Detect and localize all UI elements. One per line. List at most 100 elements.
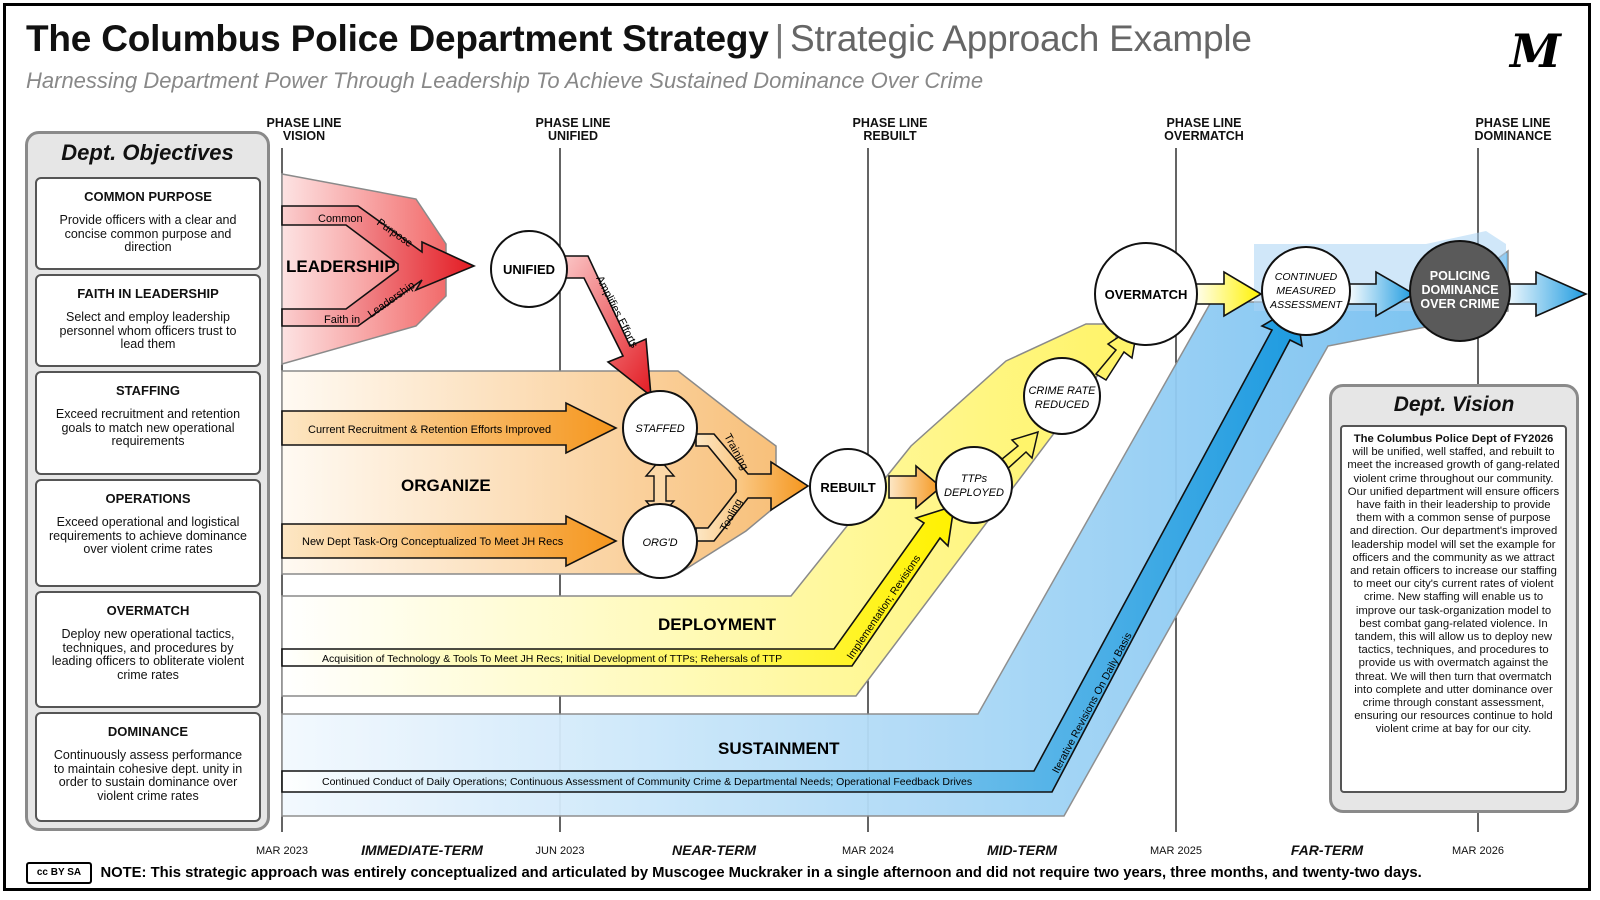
svg-text:ASSESSMENT: ASSESSMENT (1269, 299, 1343, 311)
rebuilt-to-ttps-arrow (888, 464, 943, 510)
phase-header-overmatch-2: OVERMATCH (1164, 129, 1244, 143)
deployment-arrow (281, 504, 955, 667)
objective-text: Select and employ leadership personnel w… (59, 310, 237, 351)
phase-header-overmatch-1: PHASE LINE (1166, 116, 1241, 130)
svg-text:REDUCED: REDUCED (1035, 399, 1089, 411)
assessment-to-dominance-arrow (1345, 270, 1416, 318)
svg-text:REBUILT: REBUILT (820, 480, 875, 495)
training-tooling-arrow (695, 433, 810, 542)
objective-text: Deploy new operational tactics, techniqu… (51, 627, 245, 682)
objective-heading: COMMON PURPOSE (84, 189, 212, 204)
svg-text:CONTINUED: CONTINUED (1275, 271, 1338, 283)
node-orgd: ORG'D (622, 503, 698, 579)
phase-header-rebuilt-1: PHASE LINE (852, 116, 927, 130)
vision-statement: The Columbus Police Dept of FY2026 will … (1340, 425, 1567, 793)
date-overmatch: MAR 2025 (1150, 845, 1202, 857)
date-rebuilt: MAR 2024 (842, 845, 894, 857)
recruitment-arrow (281, 401, 618, 455)
strategy-diagram: Common Purpose Faith in Leadership LEADE… (256, 116, 1588, 858)
page-subtitle: Harnessing Department Power Through Lead… (26, 68, 984, 93)
objective-operations: OPERATIONS Exceed operational and logist… (35, 479, 261, 587)
svg-text:STAFFED: STAFFED (635, 423, 684, 435)
svg-text:OVERMATCH: OVERMATCH (1105, 287, 1188, 302)
organize-label: ORGANIZE (401, 476, 491, 495)
objective-text: Exceed operational and logistical requir… (48, 515, 248, 556)
date-vision: MAR 2023 (256, 845, 308, 857)
recruitment-arrow-label: Current Recruitment & Retention Efforts … (308, 424, 551, 436)
node-overmatch: OVERMATCH (1094, 242, 1198, 346)
arrow-faith-label: Faith in (324, 314, 360, 326)
term-near: NEAR-TERM (672, 842, 756, 858)
amplifies-arrow (559, 255, 652, 398)
term-mid: MID-TERM (987, 842, 1057, 858)
footer-note: cc BY SA NOTE: This strategic approach w… (26, 862, 1422, 884)
svg-text:OVER CRIME: OVER CRIME (1420, 297, 1499, 311)
svg-text:POLICING: POLICING (1430, 269, 1490, 283)
node-policing-dominance: POLICING DOMINANCE OVER CRIME (1409, 240, 1511, 342)
phase-header-dominance-2: DOMINANCE (1474, 129, 1551, 143)
svg-text:UNIFIED: UNIFIED (503, 262, 555, 277)
node-staffed: STAFFED (622, 390, 698, 466)
node-ttps-deployed: TTPs DEPLOYED (935, 446, 1013, 524)
sustainment-label: SUSTAINMENT (718, 739, 840, 758)
svg-text:TTPs: TTPs (961, 473, 988, 485)
objective-dominance: DOMINANCE Continuously assess performanc… (35, 712, 261, 822)
deployment-label: DEPLOYMENT (658, 615, 777, 634)
deployment-arrow-label: Acquisition of Technology & Tools To Mee… (322, 653, 782, 665)
phase-header-unified-2: UNIFIED (548, 129, 598, 143)
objective-heading: OPERATIONS (105, 491, 191, 506)
objective-heading: OVERMATCH (106, 603, 190, 618)
date-dominance: MAR 2026 (1452, 845, 1504, 857)
svg-text:CRIME RATE: CRIME RATE (1028, 385, 1096, 397)
svg-text:ORG'D: ORG'D (642, 537, 677, 549)
title-sub: Strategic Approach Example (790, 18, 1252, 59)
leadership-label: LEADERSHIP (286, 257, 396, 276)
sustainment-arrow-label: Continued Conduct of Daily Operations; C… (322, 776, 972, 788)
title-main: The Columbus Police Department Strategy (26, 18, 769, 59)
node-crime-rate-reduced: CRIME RATE REDUCED (1023, 357, 1101, 435)
title-separator: | (774, 18, 785, 59)
date-unified: JUN 2023 (536, 845, 585, 857)
vision-title: Dept. Vision (1393, 393, 1515, 416)
node-continued-assessment: CONTINUED MEASURED ASSESSMENT (1261, 246, 1351, 336)
objective-text: Continuously assess performance to maint… (53, 748, 243, 803)
objectives-panel: Dept. Objectives COMMON PURPOSE Provide … (25, 131, 270, 831)
objective-heading: FAITH IN LEADERSHIP (77, 286, 219, 301)
taskorg-arrow (281, 514, 618, 568)
leadership-arrows (281, 205, 476, 327)
vision-panel: Dept. Vision The Columbus Police Dept of… (1329, 384, 1579, 813)
objective-heading: STAFFING (115, 383, 181, 398)
objective-common-purpose: COMMON PURPOSE Provide officers with a c… (35, 177, 261, 270)
objective-staffing: STAFFING Exceed recruitment and retentio… (35, 371, 261, 475)
vision-body: will be unified, well staffed, and rebui… (1347, 446, 1560, 736)
objective-faith-in-leadership: FAITH IN LEADERSHIP Select and employ le… (35, 274, 261, 367)
arrow-common-label: Common (318, 213, 363, 225)
phase-header-rebuilt-2: REBUILT (863, 129, 917, 143)
phase-header-dominance-1: PHASE LINE (1475, 116, 1550, 130)
node-rebuilt: REBUILT (809, 448, 887, 526)
phase-header-vision-1: PHASE LINE (266, 116, 341, 130)
objectives-title: Dept. Objectives (61, 140, 234, 165)
phase-dates: MAR 2023 JUN 2023 MAR 2024 MAR 2025 MAR … (256, 845, 1504, 857)
muckraker-logo: M (1510, 24, 1561, 78)
objective-text: Provide officers with a clear and concis… (59, 213, 237, 254)
page-title: The Columbus Police Department Strategy|… (26, 18, 1252, 60)
note-text: NOTE: This strategic approach was entire… (100, 865, 1422, 881)
license-badge: cc BY SA (26, 862, 92, 884)
objective-text: Exceed recruitment and retention goals t… (55, 407, 241, 448)
phase-header-unified-1: PHASE LINE (535, 116, 610, 130)
term-labels: IMMEDIATE-TERM NEAR-TERM MID-TERM FAR-TE… (361, 842, 1363, 858)
objective-heading: DOMINANCE (107, 724, 189, 739)
objective-overmatch: OVERMATCH Deploy new operational tactics… (35, 591, 261, 708)
svg-text:DEPLOYED: DEPLOYED (944, 487, 1004, 499)
slide-frame: The Columbus Police Department Strategy|… (3, 3, 1591, 891)
node-unified: UNIFIED (490, 230, 568, 308)
term-far: FAR-TERM (1291, 842, 1364, 858)
phase-line-headers: PHASE LINE VISION PHASE LINE UNIFIED PHA… (266, 116, 1551, 143)
taskorg-arrow-label: New Dept Task-Org Conceptualized To Meet… (302, 536, 564, 548)
phase-header-vision-2: VISION (283, 129, 325, 143)
term-immediate: IMMEDIATE-TERM (361, 842, 483, 858)
svg-text:MEASURED: MEASURED (1276, 285, 1336, 297)
vision-lead: The Columbus Police Dept of FY2026 (1353, 433, 1554, 445)
svg-text:DOMINANCE: DOMINANCE (1421, 283, 1498, 297)
